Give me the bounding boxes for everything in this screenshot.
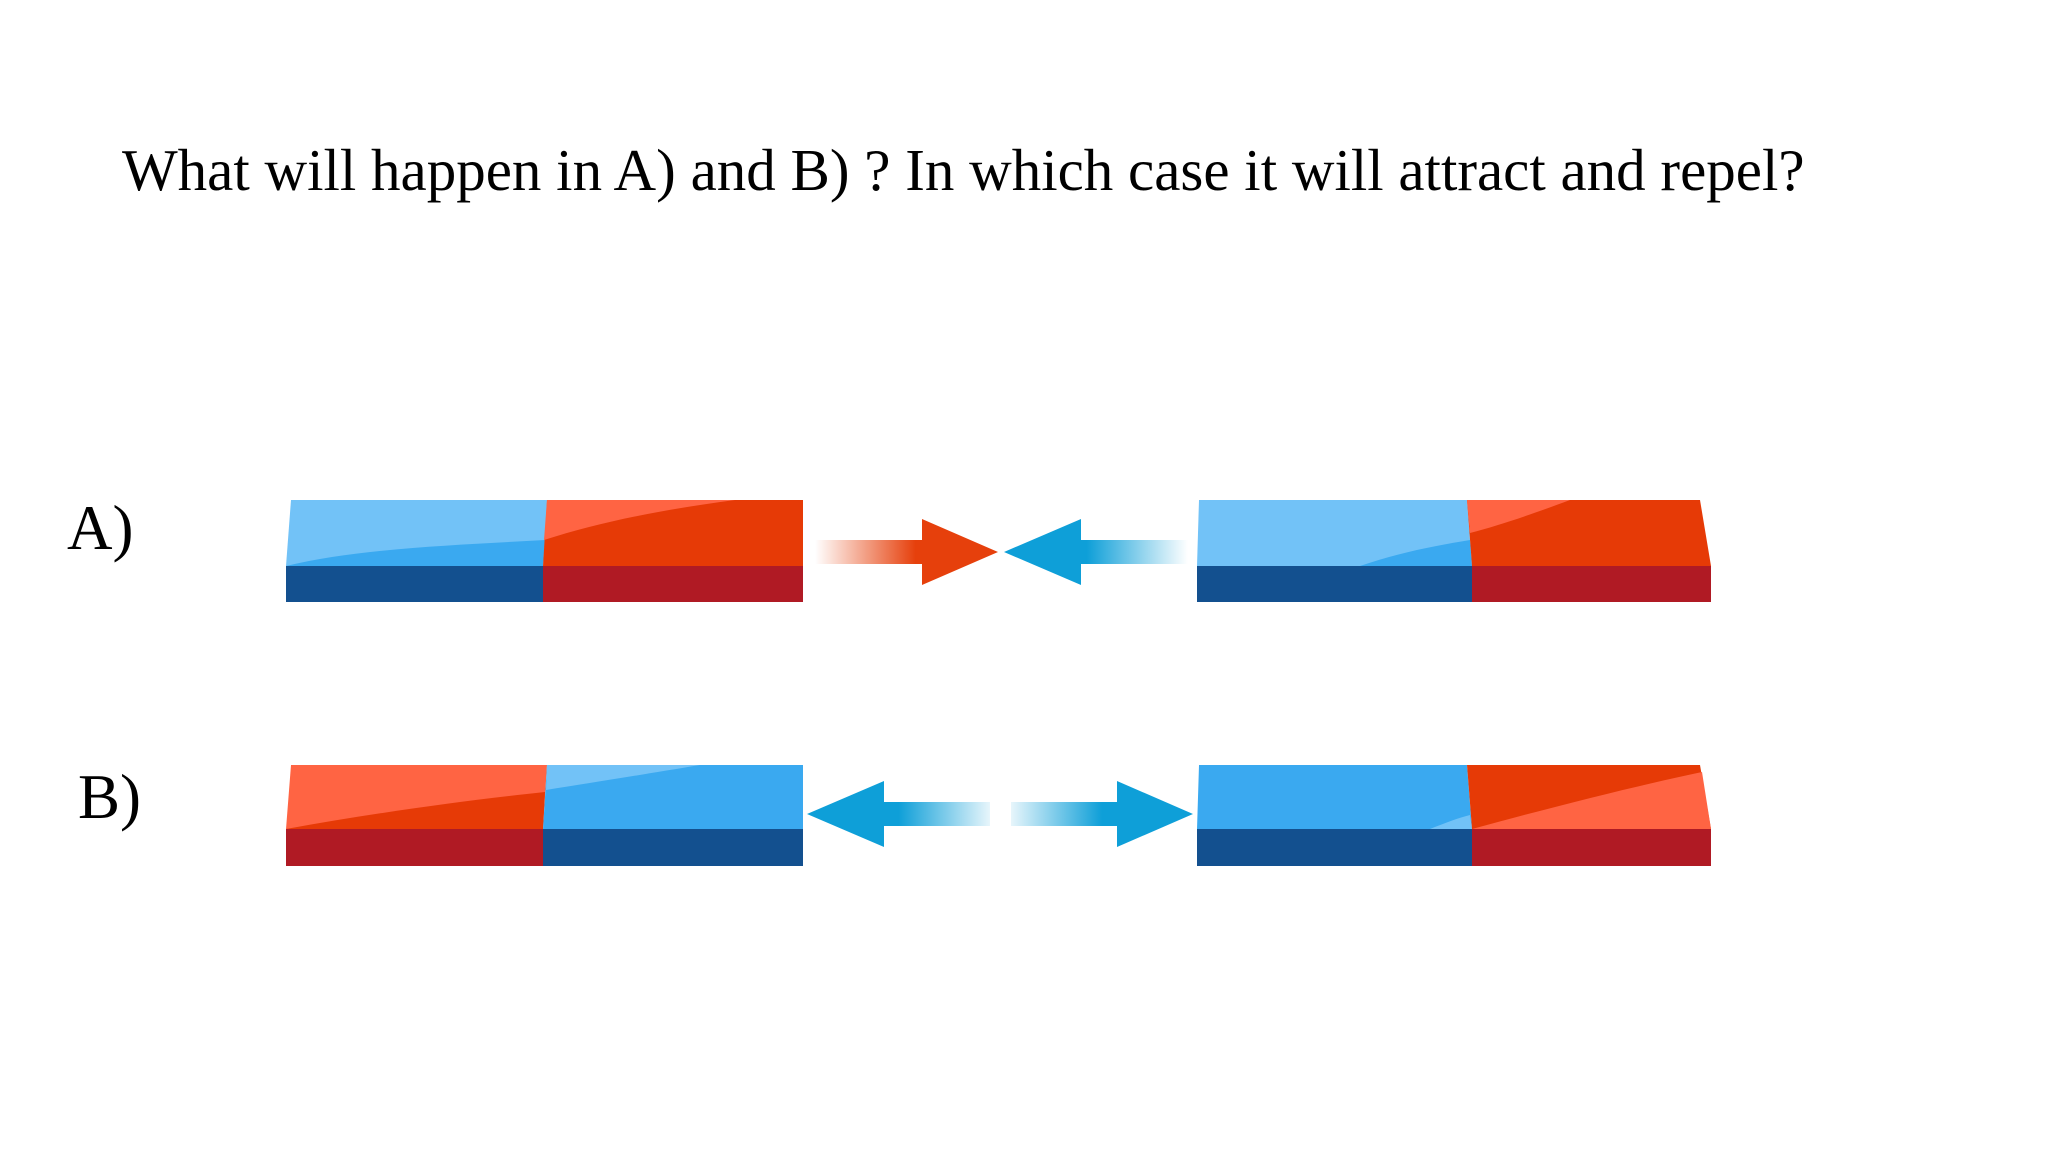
magnet-a-right-red-top (1467, 500, 1711, 566)
magnet-b-left-blue-side (543, 829, 803, 866)
arrow-a-blue-left (1004, 519, 1188, 585)
magnet-b-left-blue-top (543, 765, 803, 829)
row-label-b: B) (78, 762, 141, 832)
row-label-a: A) (67, 493, 134, 563)
magnet-b-right-red-side (1472, 829, 1711, 866)
arrows-b-repel (807, 781, 1193, 847)
arrow-a-red-right (815, 519, 998, 585)
arrows-a-attract (815, 519, 1188, 585)
magnet-b-right-blue-top (1197, 765, 1472, 829)
magnet-b-left-red-side (286, 829, 543, 866)
magnet-b-left (286, 765, 803, 866)
magnet-a-left (286, 500, 803, 602)
magnet-a-left-red-side (543, 566, 803, 602)
magnet-a-right-blue-top (1197, 500, 1472, 566)
magnet-b-right (1197, 765, 1711, 866)
magnet-a-right-red-side (1472, 566, 1711, 602)
arrow-b-blue-left (807, 781, 990, 847)
magnet-b-right-blue-side (1197, 829, 1472, 866)
magnet-a-right (1197, 500, 1711, 602)
arrow-b-blue-right (1011, 781, 1193, 847)
magnet-a-left-blue-side (286, 566, 543, 602)
magnet-a-right-blue-side (1197, 566, 1472, 602)
question-text: What will happen in A) and B) ? In which… (122, 137, 1805, 203)
